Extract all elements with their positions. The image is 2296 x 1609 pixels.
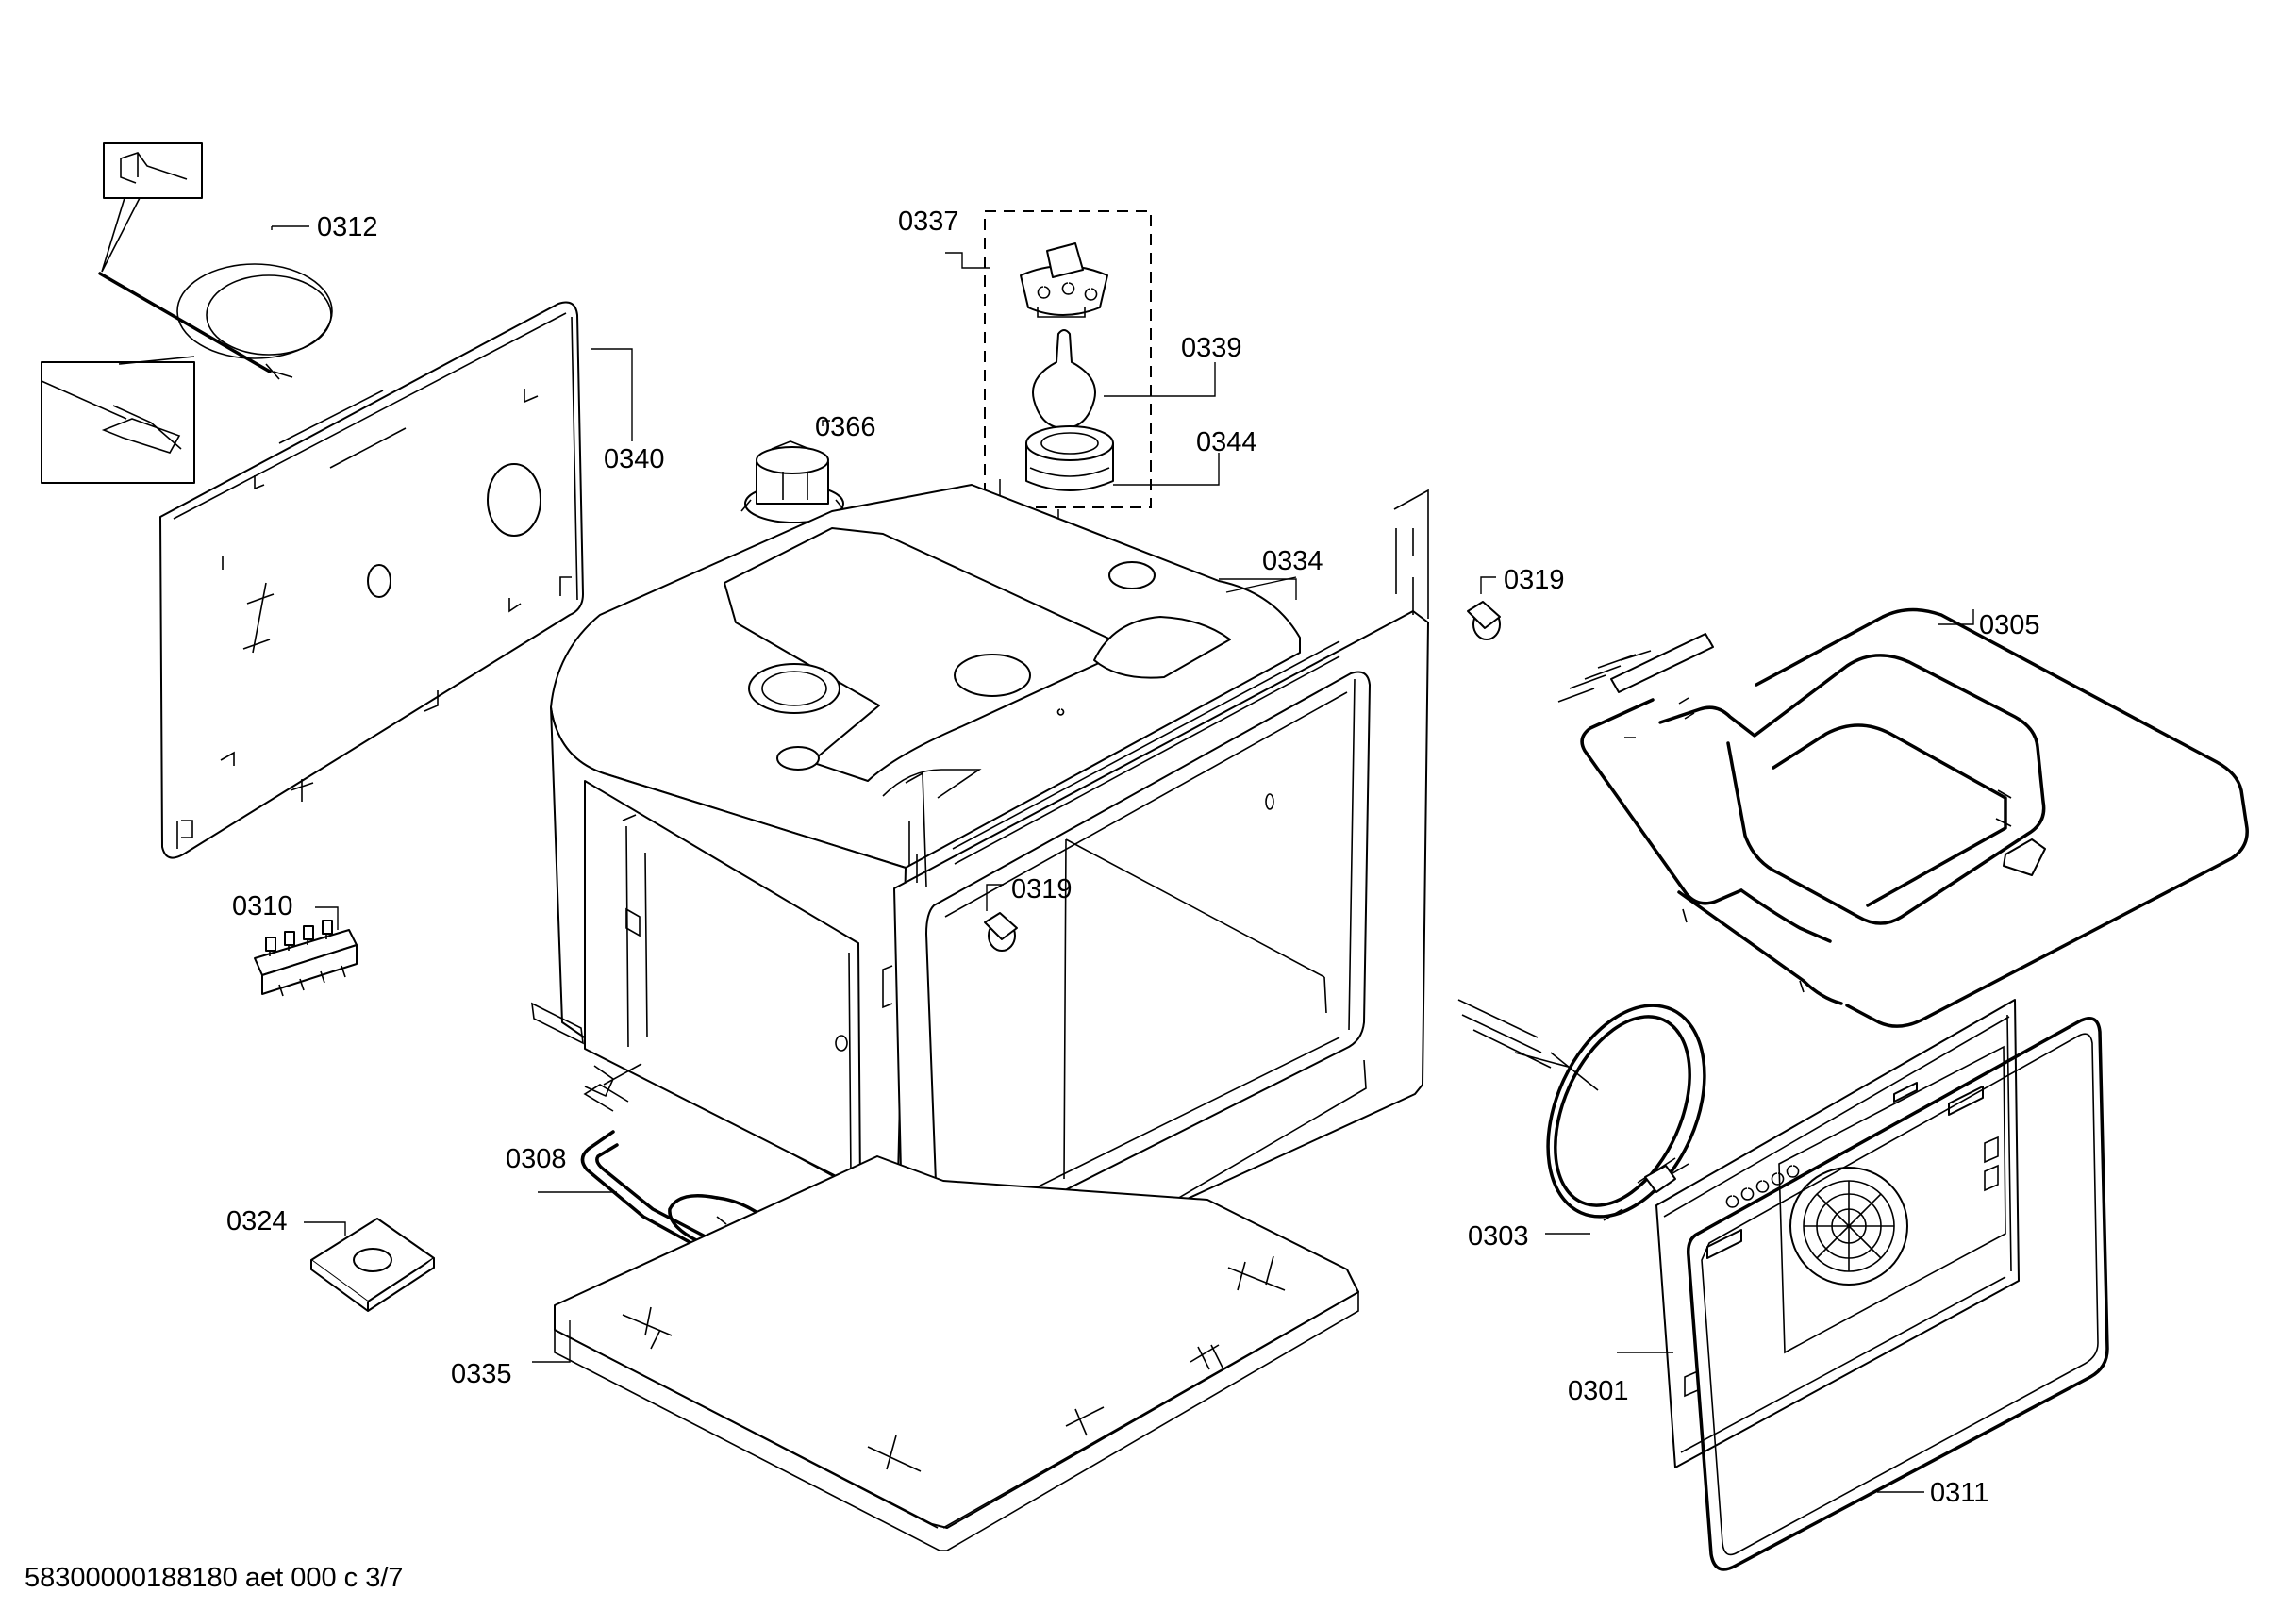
part-0340-rear-panel[interactable] <box>159 301 584 859</box>
leader-0312 <box>271 225 309 230</box>
leader-0340 <box>591 348 633 441</box>
label-0319-top: 0319 <box>1504 565 1565 595</box>
part-0335-base-plate[interactable] <box>554 1155 1359 1551</box>
leader-0335 <box>532 1320 571 1363</box>
label-0324: 0324 <box>226 1206 288 1236</box>
label-0337: 0337 <box>898 207 959 237</box>
leader-0319a <box>1480 576 1496 594</box>
leader-0337 <box>945 252 990 269</box>
part-0339-lamp-bulb[interactable] <box>1032 329 1096 429</box>
leader-0366 <box>822 420 830 426</box>
part-0303-ring-heater[interactable] <box>1457 981 1736 1241</box>
label-0344: 0344 <box>1196 427 1257 457</box>
part-0301-rear-wall[interactable] <box>1655 999 2020 1468</box>
label-0334: 0334 <box>1262 546 1323 576</box>
leader-0308 <box>538 1191 617 1193</box>
leader-0310 <box>315 906 339 930</box>
label-0335: 0335 <box>451 1359 512 1389</box>
part-0312-sensor-cable[interactable] <box>41 142 333 484</box>
label-0339: 0339 <box>1181 333 1242 363</box>
leader-0319b <box>986 884 1004 911</box>
part-0319-lamp-socket-inner[interactable] <box>984 912 1018 952</box>
label-0312: 0312 <box>317 212 378 242</box>
label-0310: 0310 <box>232 891 293 921</box>
part-0337-lamp-holder[interactable] <box>1020 242 1108 318</box>
part-0310-terminal-block[interactable] <box>254 920 358 997</box>
part-0305-grill-element[interactable] <box>1557 607 2249 1028</box>
leader-0305 <box>1938 609 1974 625</box>
leader-0339 <box>1104 362 1216 397</box>
part-0366-motor[interactable] <box>740 440 846 523</box>
part-0319-lamp-socket-top[interactable] <box>1467 601 1501 640</box>
label-0340: 0340 <box>604 444 665 474</box>
leader-0344 <box>1113 453 1220 486</box>
label-0301: 0301 <box>1568 1376 1629 1406</box>
leader-0324 <box>304 1221 346 1236</box>
part-0311-door-seal[interactable] <box>1686 1017 2109 1571</box>
leader-0334b <box>1219 578 1297 600</box>
part-0334-oven-cavity[interactable] <box>531 484 1429 1336</box>
drawing-code: 58300000188180 aet 000 c 3/7 <box>25 1563 404 1593</box>
label-0305: 0305 <box>1979 610 2040 640</box>
label-0311: 0311 <box>1930 1478 1988 1508</box>
label-0366: 0366 <box>815 412 876 442</box>
label-0308: 0308 <box>506 1144 567 1174</box>
lamp-assembly-box <box>984 210 1152 508</box>
part-0324-washer[interactable] <box>310 1218 435 1312</box>
part-0344-lamp-cover[interactable] <box>1025 425 1114 491</box>
label-0319-inner: 0319 <box>1011 874 1073 904</box>
label-0303: 0303 <box>1468 1221 1529 1252</box>
